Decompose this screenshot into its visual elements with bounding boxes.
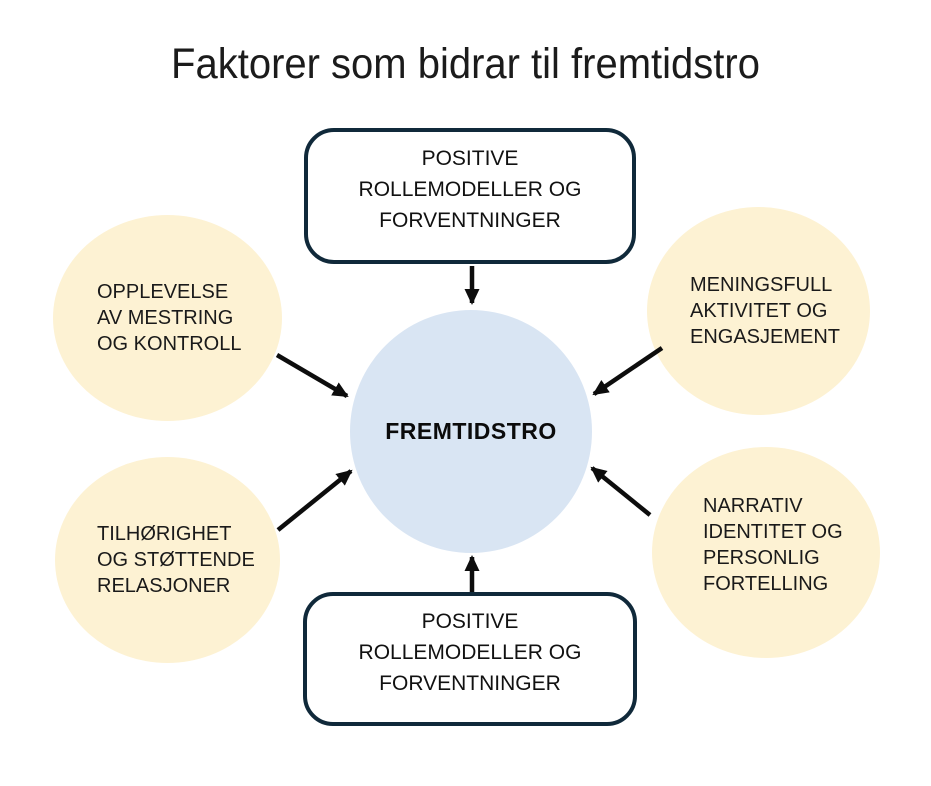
node-bottom-box: POSITIVE ROLLEMODELLER OG FORVENTNINGER bbox=[303, 592, 637, 726]
node-lower-left-label: TILHØRIGHET OG STØTTENDE RELASJONER bbox=[97, 523, 255, 597]
node-upper-left-label: OPPLEVELSE AV MESTRING OG KONTROLL bbox=[97, 281, 242, 355]
arrow-upper-right-to-center-icon bbox=[592, 346, 664, 396]
arrow-lower-right-to-center-icon bbox=[590, 466, 652, 517]
node-top-box: POSITIVE ROLLEMODELLER OG FORVENTNINGER bbox=[304, 128, 636, 264]
arrow-upper-left-to-center-icon bbox=[275, 353, 349, 398]
node-lower-right-circle: NARRATIV IDENTITET OG PERSONLIG FORTELLI… bbox=[652, 447, 880, 658]
node-upper-left-circle: OPPLEVELSE AV MESTRING OG KONTROLL bbox=[53, 215, 282, 421]
arrow-lower-left-to-center-icon bbox=[276, 469, 353, 532]
node-top-box-label: POSITIVE ROLLEMODELLER OG FORVENTNINGER bbox=[358, 146, 582, 232]
node-bottom-box-label: POSITIVE ROLLEMODELLER OG FORVENTNINGER bbox=[358, 609, 582, 695]
node-center-circle: FREMTIDSTRO bbox=[350, 310, 592, 553]
center-circle-label: FREMTIDSTRO bbox=[385, 418, 557, 444]
node-lower-right-label: NARRATIV IDENTITET OG PERSONLIG FORTELLI… bbox=[703, 494, 843, 595]
node-upper-right-circle: MENINGSFULL AKTIVITET OG ENGASJEMENT bbox=[647, 207, 870, 415]
node-upper-right-label: MENINGSFULL AKTIVITET OG ENGASJEMENT bbox=[690, 274, 841, 348]
node-lower-left-circle: TILHØRIGHET OG STØTTENDE RELASJONER bbox=[55, 457, 280, 663]
page-title: Faktorer som bidrar til fremtidstro bbox=[171, 40, 760, 88]
